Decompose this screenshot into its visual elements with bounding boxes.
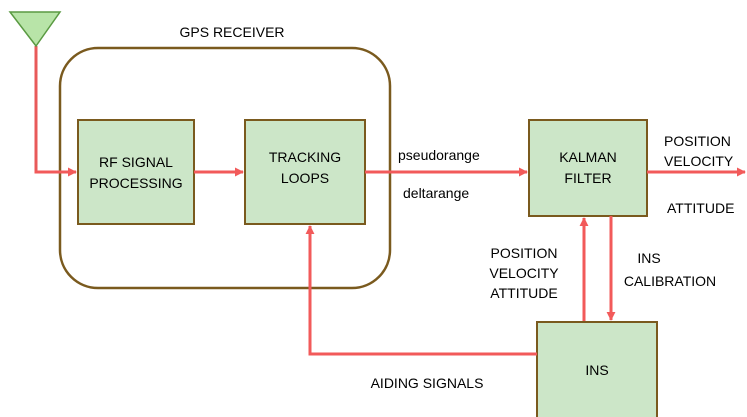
rf-block-line2: PROCESSING bbox=[89, 175, 182, 191]
pseudorange-label: pseudorange bbox=[398, 147, 480, 163]
tracking-block-line1: TRACKING bbox=[269, 149, 341, 165]
kalman-filter-block: KALMAN FILTER bbox=[528, 119, 648, 217]
gps-receiver-title: GPS RECEIVER bbox=[179, 24, 284, 40]
tracking-block-line2: LOOPS bbox=[281, 170, 329, 186]
ins-calibration-label-2: CALIBRATION bbox=[624, 273, 716, 289]
antenna-icon bbox=[8, 11, 62, 172]
rf-signal-processing-block: RF SIGNAL PROCESSING bbox=[77, 119, 195, 225]
kalman-block-line1: KALMAN bbox=[559, 149, 617, 165]
aiding-signals-arrow bbox=[305, 225, 537, 356]
output-velocity-label: VELOCITY bbox=[664, 153, 734, 169]
output-attitude-label: ATTITUDE bbox=[667, 200, 734, 216]
tracking-loops-block: TRACKING LOOPS bbox=[244, 119, 366, 225]
gps-receiver-group bbox=[58, 46, 392, 290]
ins-position-label: POSITION bbox=[491, 245, 558, 261]
output-position-label: POSITION bbox=[664, 133, 731, 149]
kalman-block-line2: FILTER bbox=[564, 170, 611, 186]
aiding-signals-label: AIDING SIGNALS bbox=[371, 375, 484, 391]
ins-velocity-label: VELOCITY bbox=[489, 265, 559, 281]
ins-calibration-label-1: INS bbox=[637, 250, 660, 266]
ins-block-label: INS bbox=[585, 362, 608, 378]
deltarange-label: deltarange bbox=[403, 185, 469, 201]
rf-block-line1: RF SIGNAL bbox=[99, 154, 173, 170]
ins-block: INS bbox=[536, 321, 658, 417]
ins-attitude-label: ATTITUDE bbox=[490, 285, 557, 301]
